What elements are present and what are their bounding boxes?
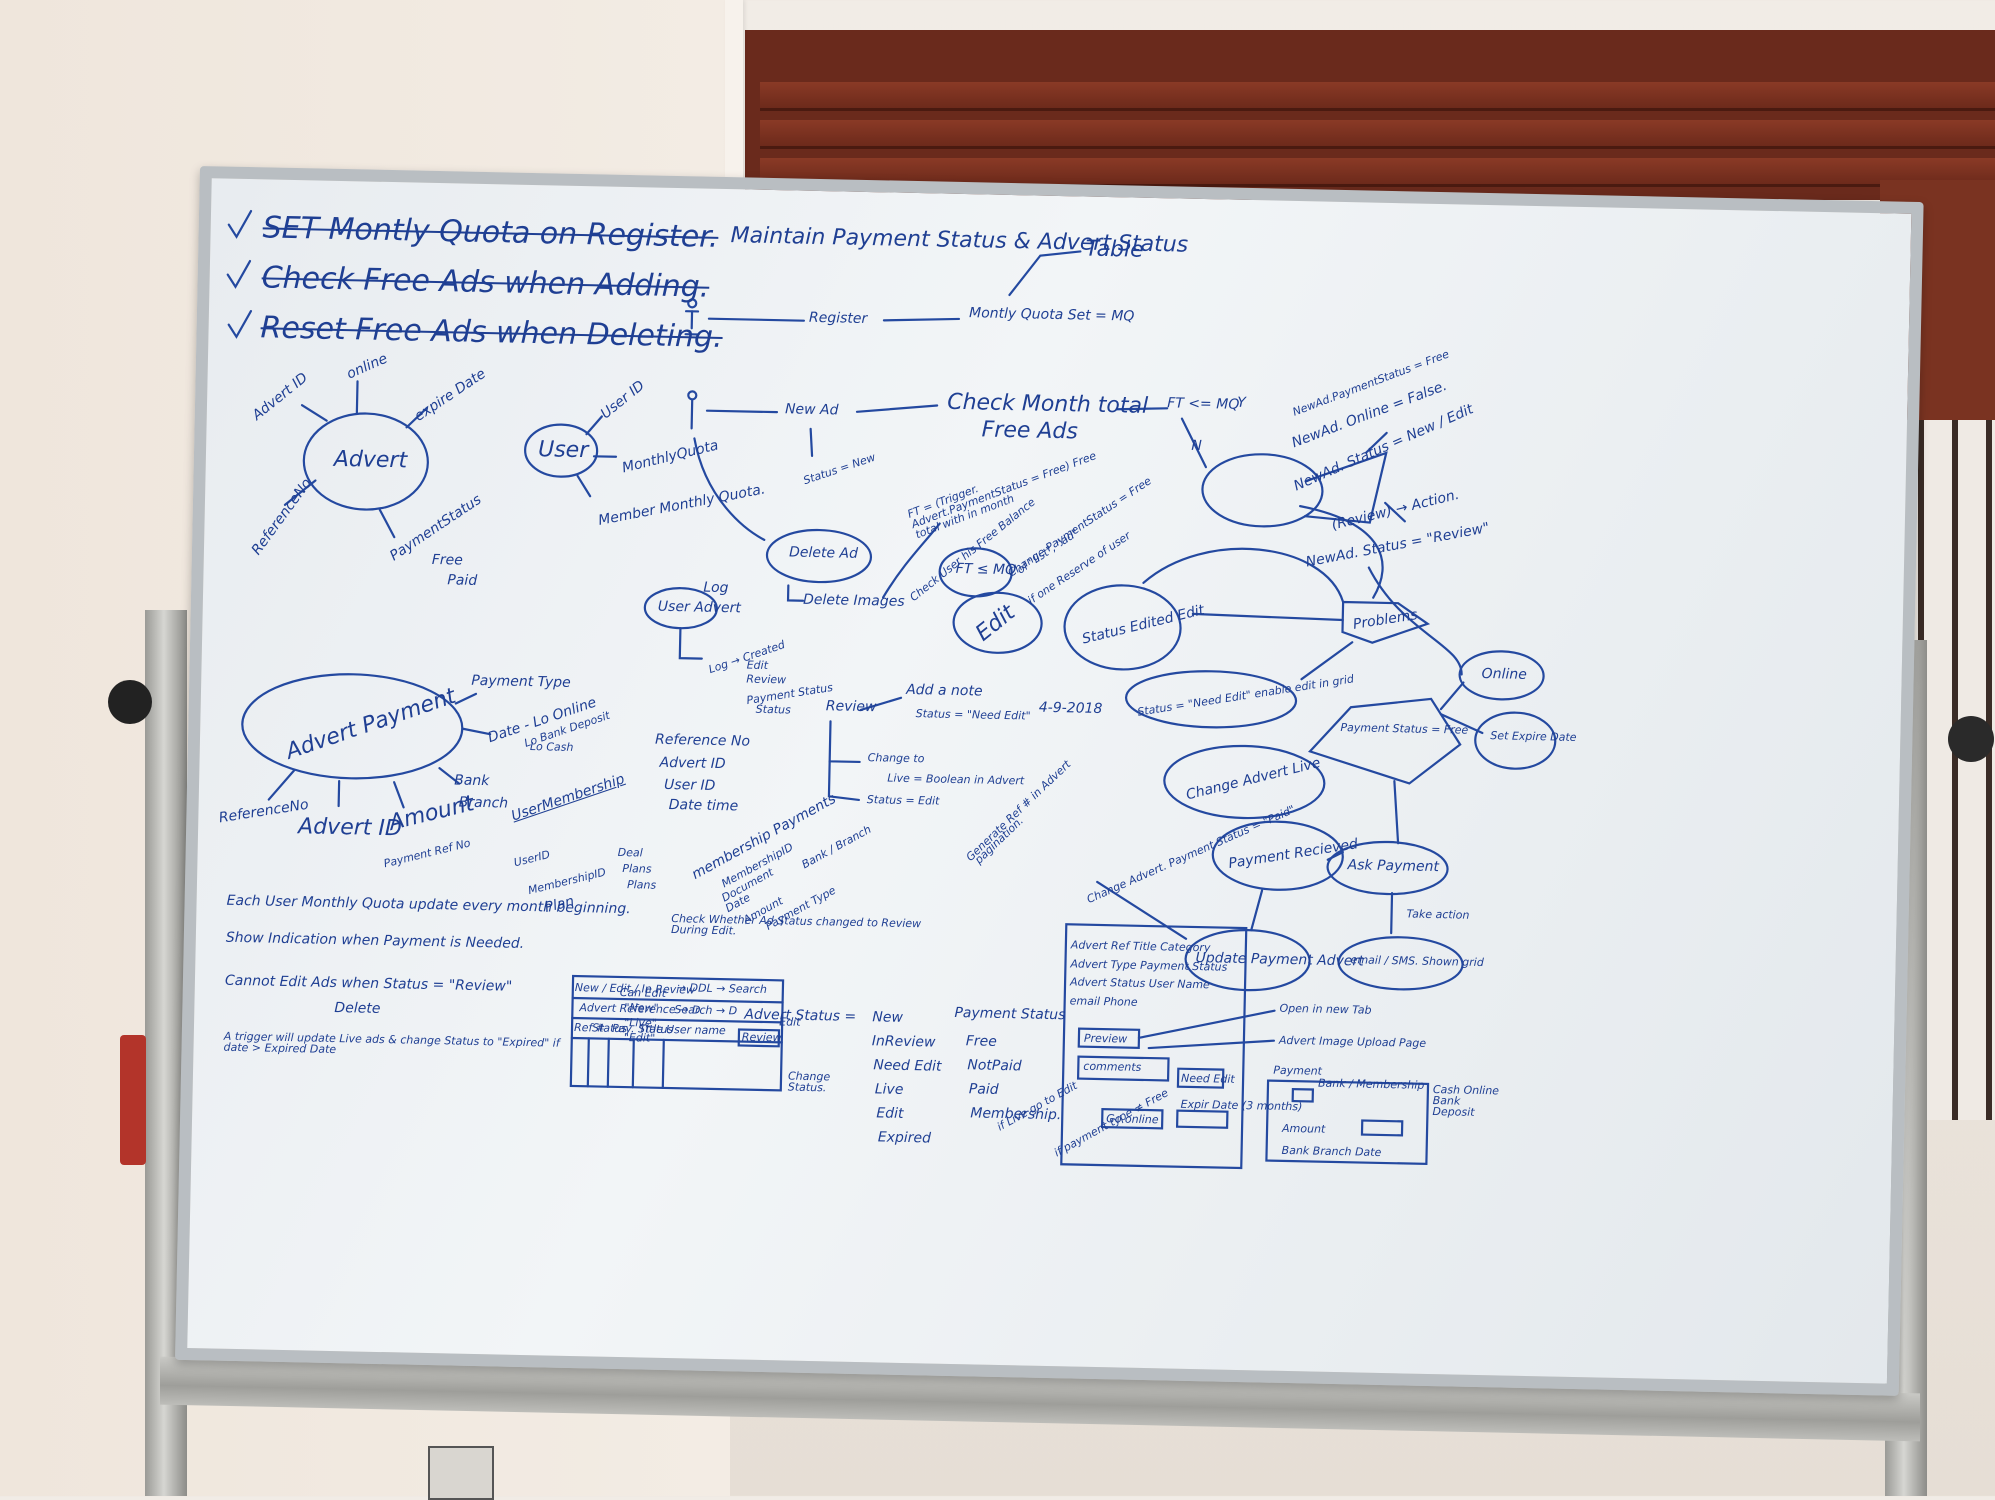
whiteboard-content: SET Montly Quota on Register. Check Free… [187, 178, 1911, 1383]
form-preview: Preview [1084, 1033, 1127, 1045]
advert-status-value: Live [875, 1082, 904, 1097]
flow-date: 4-9-2018 [1039, 701, 1103, 716]
flow-ft-mq: FT <= MQ [1167, 396, 1239, 412]
flow-review: Review [826, 699, 877, 714]
red-marker [120, 1035, 146, 1165]
log-line: Status [756, 704, 791, 716]
form-comments: comments [1083, 1061, 1141, 1073]
payment-attr: Lo Cash [530, 741, 574, 753]
note-check-review: Check Whether Ad Status changed to Revie… [671, 913, 921, 940]
grid-col: User name [666, 1024, 726, 1036]
form-expire-date: Expir Date (3 months) [1180, 1099, 1302, 1113]
flow-take-action: Take action [1406, 908, 1469, 920]
grid-edit: Edit [779, 1016, 801, 1027]
payment-status-value: Paid [969, 1082, 999, 1097]
form-bank-branch: Bank Branch Date [1282, 1145, 1382, 1158]
flow-free-ads: Free Ads [981, 419, 1078, 443]
flow-ask-payment: Ask Payment [1347, 858, 1439, 874]
membership-plan: Plans [622, 863, 651, 875]
form-cash: Cash Online Bank Deposit [1432, 1084, 1503, 1118]
ref-block-line: Advert ID [659, 756, 725, 771]
note-delete: Delete [334, 1001, 380, 1016]
form-fields: Advert Ref Title Category Advert Type Pa… [1069, 936, 1241, 1014]
window-blind [760, 120, 1995, 149]
advert-paid: Paid [447, 573, 477, 588]
payment-status-value: NotPaid [967, 1058, 1022, 1073]
user-entity-label: User [538, 439, 589, 462]
payment-attr: Payment Type [471, 674, 571, 690]
ref-block-line: Date time [669, 798, 739, 813]
form-need-edit: Need Edit [1181, 1073, 1235, 1085]
membership-plan: Deal [618, 847, 643, 859]
flow-delete-ad: Delete Ad [789, 545, 858, 560]
log-line: Edit [747, 660, 769, 671]
grid-ddl: → DDL → Search [677, 982, 767, 995]
flow-register: Register [809, 311, 868, 326]
log-line: Review [746, 674, 786, 686]
flow-email-sms: email / SMS. Shown grid [1351, 954, 1484, 968]
payment-decision-shape [1309, 696, 1461, 784]
advert-status-value: New [872, 1010, 903, 1025]
flow-online: Online [1481, 667, 1526, 682]
stand-knob-left [108, 680, 152, 724]
payment-attr: Bank [454, 773, 489, 788]
check-icon [229, 211, 252, 237]
grid-search: Search → D [674, 1004, 737, 1016]
advert-status-value: Need Edit [873, 1058, 941, 1073]
ref-block-line: Reference No [655, 733, 750, 749]
form-bank: Bank / Membership [1318, 1078, 1425, 1091]
check-icon [228, 311, 251, 337]
flow-y: Y [1237, 396, 1246, 410]
flow-payment-status-free: Payment Status = Free [1340, 722, 1468, 736]
payment-attr: Branch [459, 796, 509, 811]
flow-delete-images: Delete Images [803, 593, 905, 609]
payment-status-label: Payment Status [954, 1006, 1065, 1022]
flow-check-month: Check Month total [947, 392, 1148, 418]
form-open-tab: Open in new Tab [1279, 1003, 1371, 1016]
advert-status-value: InReview [872, 1034, 936, 1049]
membership-plan: Plans [627, 879, 656, 891]
payment-attr: Advert ID [298, 816, 402, 840]
flow-new-ad: New Ad [785, 402, 839, 417]
form-advert-image: Advert Image Upload Page [1279, 1035, 1426, 1049]
flow-live-boolean: Live = Boolean in Advert [887, 773, 1024, 787]
power-outlet [428, 1446, 494, 1500]
grid-change-status: Change Status. [788, 1071, 848, 1094]
whiteboard: SET Montly Quota on Register. Check Free… [175, 166, 1924, 1396]
advert-free: Free [432, 553, 463, 568]
form-amount: Amount [1282, 1123, 1325, 1135]
check-icon [227, 261, 250, 287]
grid-col: Title [639, 1023, 663, 1034]
advert-status-value: Expired [878, 1130, 931, 1145]
flow-monthly-quota: Montly Quota Set = MQ [969, 306, 1135, 323]
flow-n: N [1191, 439, 1202, 453]
stand-knob-right [1948, 716, 1994, 762]
flow-add-note: Add a note [906, 683, 983, 699]
flow-status-need-edit: Status = "Need Edit" [916, 708, 1031, 721]
flow-change-to: Change to [868, 752, 925, 764]
ref-block-line: User ID [664, 778, 716, 793]
advert-status-value: Edit [876, 1106, 903, 1121]
flow-set-expire: Set Expire Date [1490, 730, 1576, 743]
advert-entity-label: Advert [334, 449, 408, 473]
payment-status-value: Free [966, 1034, 997, 1049]
flow-status-edit: Status = Edit [867, 794, 940, 807]
grid-review-button: Review [742, 1032, 782, 1044]
form-payment: Payment [1273, 1065, 1322, 1077]
user-advert-log: Log [703, 581, 729, 596]
flow-table: Table [1085, 239, 1144, 262]
window-blind [760, 82, 1995, 111]
user-advert-label: User Advert [658, 600, 741, 616]
